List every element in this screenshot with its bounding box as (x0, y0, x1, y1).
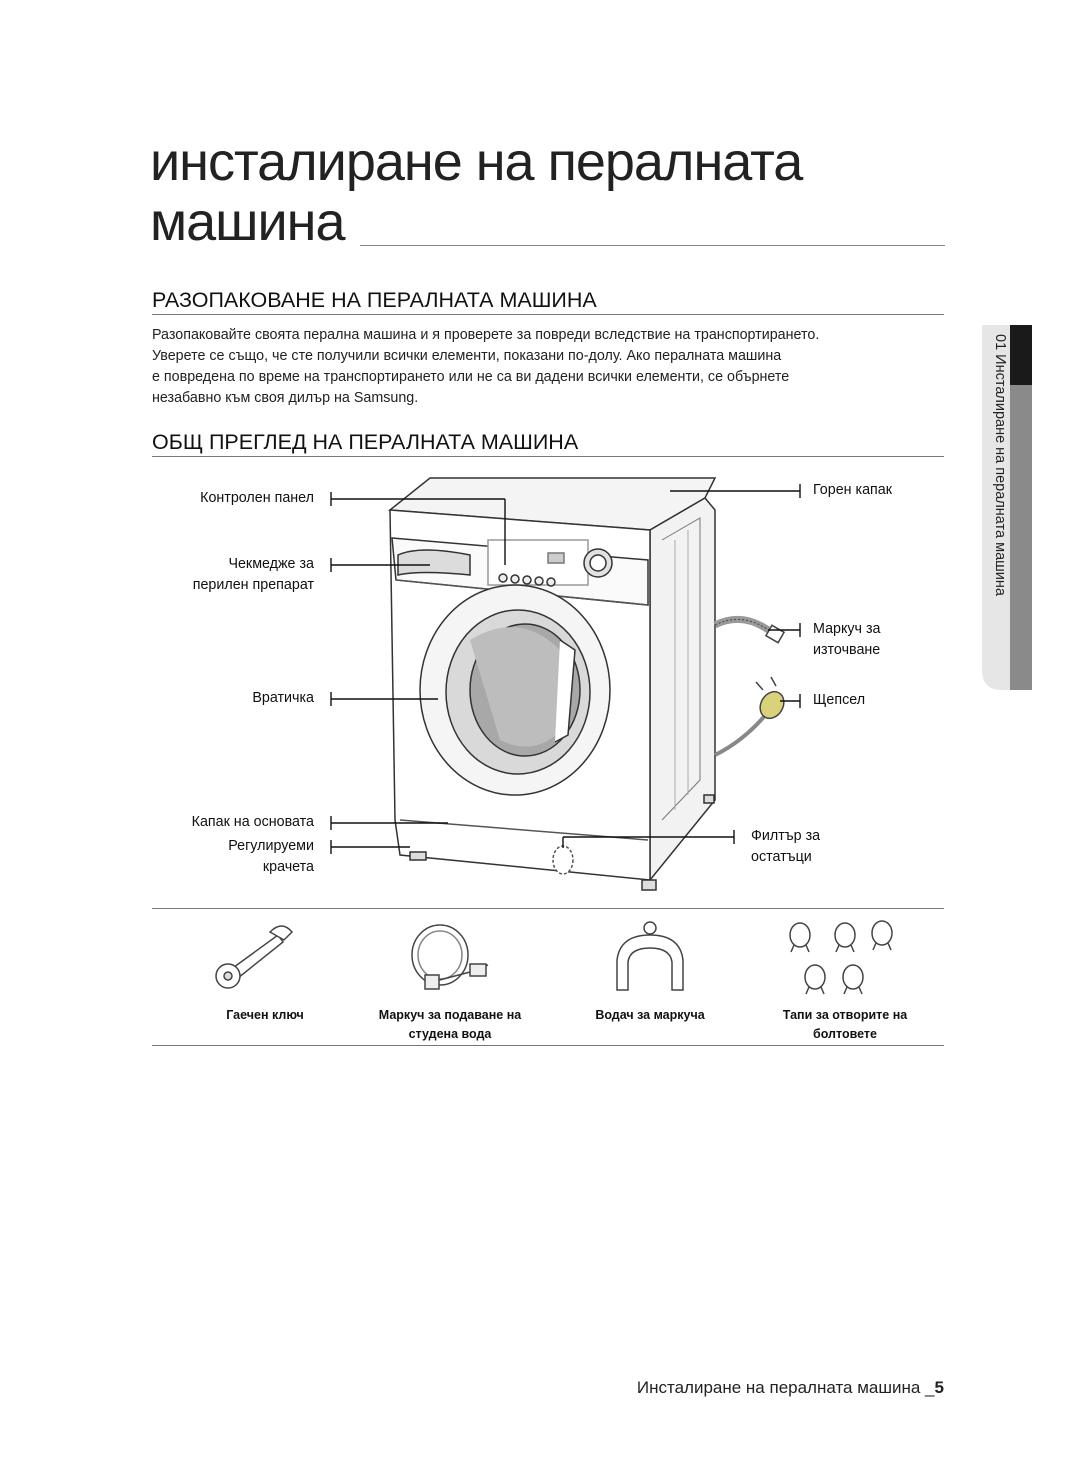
label-line: болтовете (813, 1027, 877, 1041)
intro-line: Разопаковайте своята перална машина и я … (152, 327, 820, 343)
wrench-icon (215, 925, 294, 989)
section-rule-unpack (152, 314, 944, 315)
label-top-cover: Горен капак (813, 482, 892, 498)
label-cold-water-hose: Маркуч за подаване на студена вода (350, 1006, 550, 1044)
hose-guide-icon (616, 921, 684, 991)
label-line: Регулируеми (228, 838, 314, 854)
page-footer: Инсталиране на пералната машина _5 (637, 1378, 944, 1398)
label-line: остатъци (751, 849, 812, 865)
chapter-side-label: 01 Инсталиране на пералната машина (992, 334, 1008, 596)
label-line: Маркуч за подаване на (378, 1008, 522, 1022)
label-door: Вратичка (252, 690, 314, 706)
label-line: студена вода (408, 1027, 492, 1041)
label-control-panel: Контролен панел (200, 490, 314, 506)
accessories-rule-bottom (152, 1045, 944, 1046)
accessories-rule-top (152, 908, 944, 909)
intro-line: е повредена по време на транспортирането… (152, 369, 790, 385)
bolt-caps-icon (789, 920, 893, 995)
washing-machine-diagram (215, 477, 893, 995)
label-drain-hose: Маркуч за източване (813, 619, 880, 661)
drain-hose-illustration (713, 615, 786, 644)
footer-text: Инсталиране на пералната машина _ (636, 1378, 935, 1397)
label-line: крачета (262, 859, 314, 875)
page-number: 5 (934, 1378, 944, 1397)
label-hose-guide: Водач за маркуча (595, 1008, 705, 1022)
label-wrench: Гаечен ключ (226, 1008, 304, 1022)
chapter-side-tab (982, 325, 1032, 690)
label-base-cover: Капак на основата (191, 814, 314, 830)
intro-paragraph: Разопаковайте своята перална машина и я … (152, 325, 952, 409)
label-line: перилен препарат (192, 577, 314, 593)
intro-line: Уверете се също, че сте получили всички … (152, 348, 782, 364)
title-rule (360, 245, 945, 246)
section-rule-overview (152, 456, 944, 457)
section-heading-unpack: РАЗОПАКОВАНЕ НА ПЕРАЛНАТА МАШИНА (152, 288, 597, 312)
label-line: Чекмедже за (228, 556, 314, 572)
label-bolt-caps: Тапи за отворите на болтовете (755, 1006, 935, 1044)
label-adjustable-feet: Регулируеми крачета (228, 836, 314, 878)
page-title: инсталиране на пералната машина (150, 132, 803, 252)
section-heading-overview: ОБЩ ПРЕГЛЕД НА ПЕРАЛНАТА МАШИНА (152, 430, 579, 454)
intro-line: незабавно към своя дилър на Samsung. (152, 390, 419, 406)
label-line: източване (813, 642, 881, 658)
label-line: Маркуч за (813, 621, 881, 637)
label-detergent-drawer: Чекмедже за перилен препарат (193, 554, 314, 596)
power-plug-illustration (714, 676, 785, 757)
cold-water-hose-icon (411, 924, 489, 990)
washing-machine-illustration (388, 477, 717, 891)
label-debris-filter: Филтър за остатъци (751, 826, 820, 868)
label-line: Тапи за отворите на (782, 1008, 908, 1022)
label-line: Филтър за (751, 828, 821, 844)
label-plug: Щепсел (813, 692, 866, 708)
leader-lines (330, 484, 801, 854)
